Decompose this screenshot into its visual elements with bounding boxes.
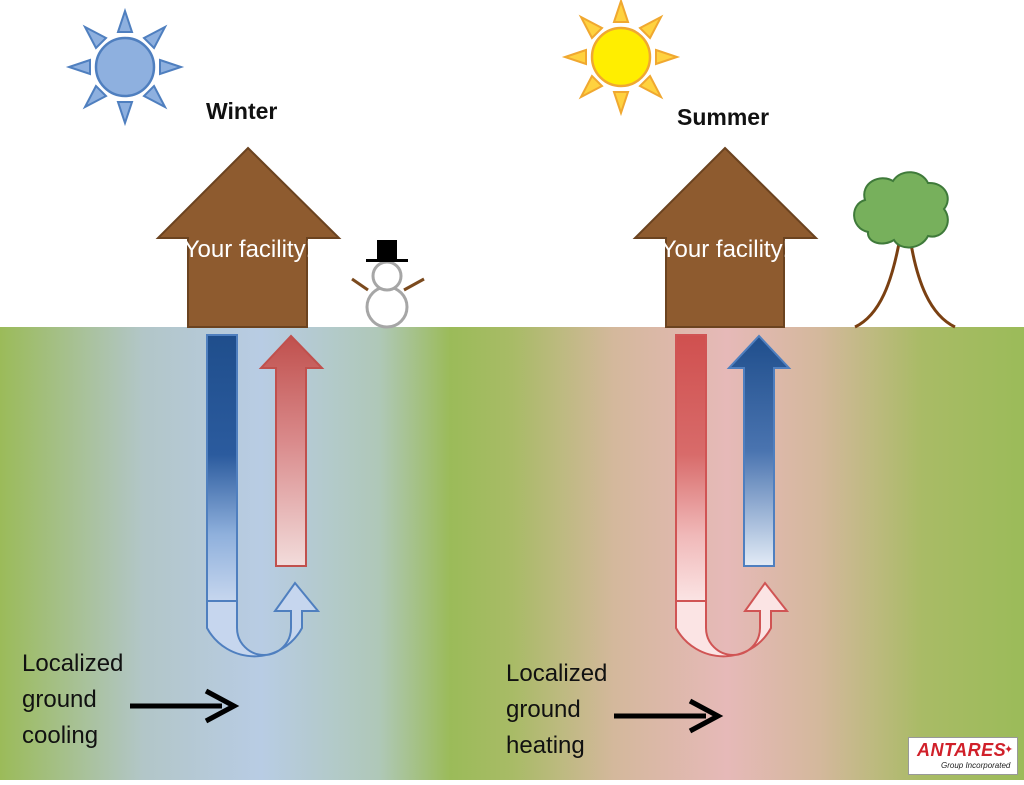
logo-subtitle: Group Incorporated: [941, 761, 1011, 770]
summer-cool-arrow: [726, 334, 792, 567]
winter-warm-arrow: [258, 334, 325, 567]
snowman-icon: [351, 240, 425, 329]
winter-cold-leg: [206, 334, 238, 602]
star-icon: ✦: [1004, 744, 1014, 756]
winter-ground-note: Localized ground cooling: [22, 650, 124, 749]
pale-blue-sun-icon: [65, 7, 185, 127]
summer-title: Summer: [677, 104, 770, 130]
yellow-sun-icon: [561, 0, 681, 117]
summer-warm-leg: [675, 334, 707, 602]
winter-title: Winter: [206, 98, 278, 124]
tree-icon: [853, 171, 956, 329]
logo-wordmark: ANTARES: [917, 740, 1007, 760]
winter-house: [155, 146, 342, 328]
right-arrow-icon: [130, 688, 240, 724]
right-arrow-icon: [614, 698, 724, 734]
summer-house: [632, 146, 819, 328]
summer-facility-label: Your facility!: [660, 236, 790, 263]
winter-facility-label: Your facility!: [183, 236, 313, 263]
summer-ground-note: Localized ground heating: [506, 660, 608, 759]
antares-logo: ANTARES Group Incorporated ✦: [908, 737, 1018, 775]
